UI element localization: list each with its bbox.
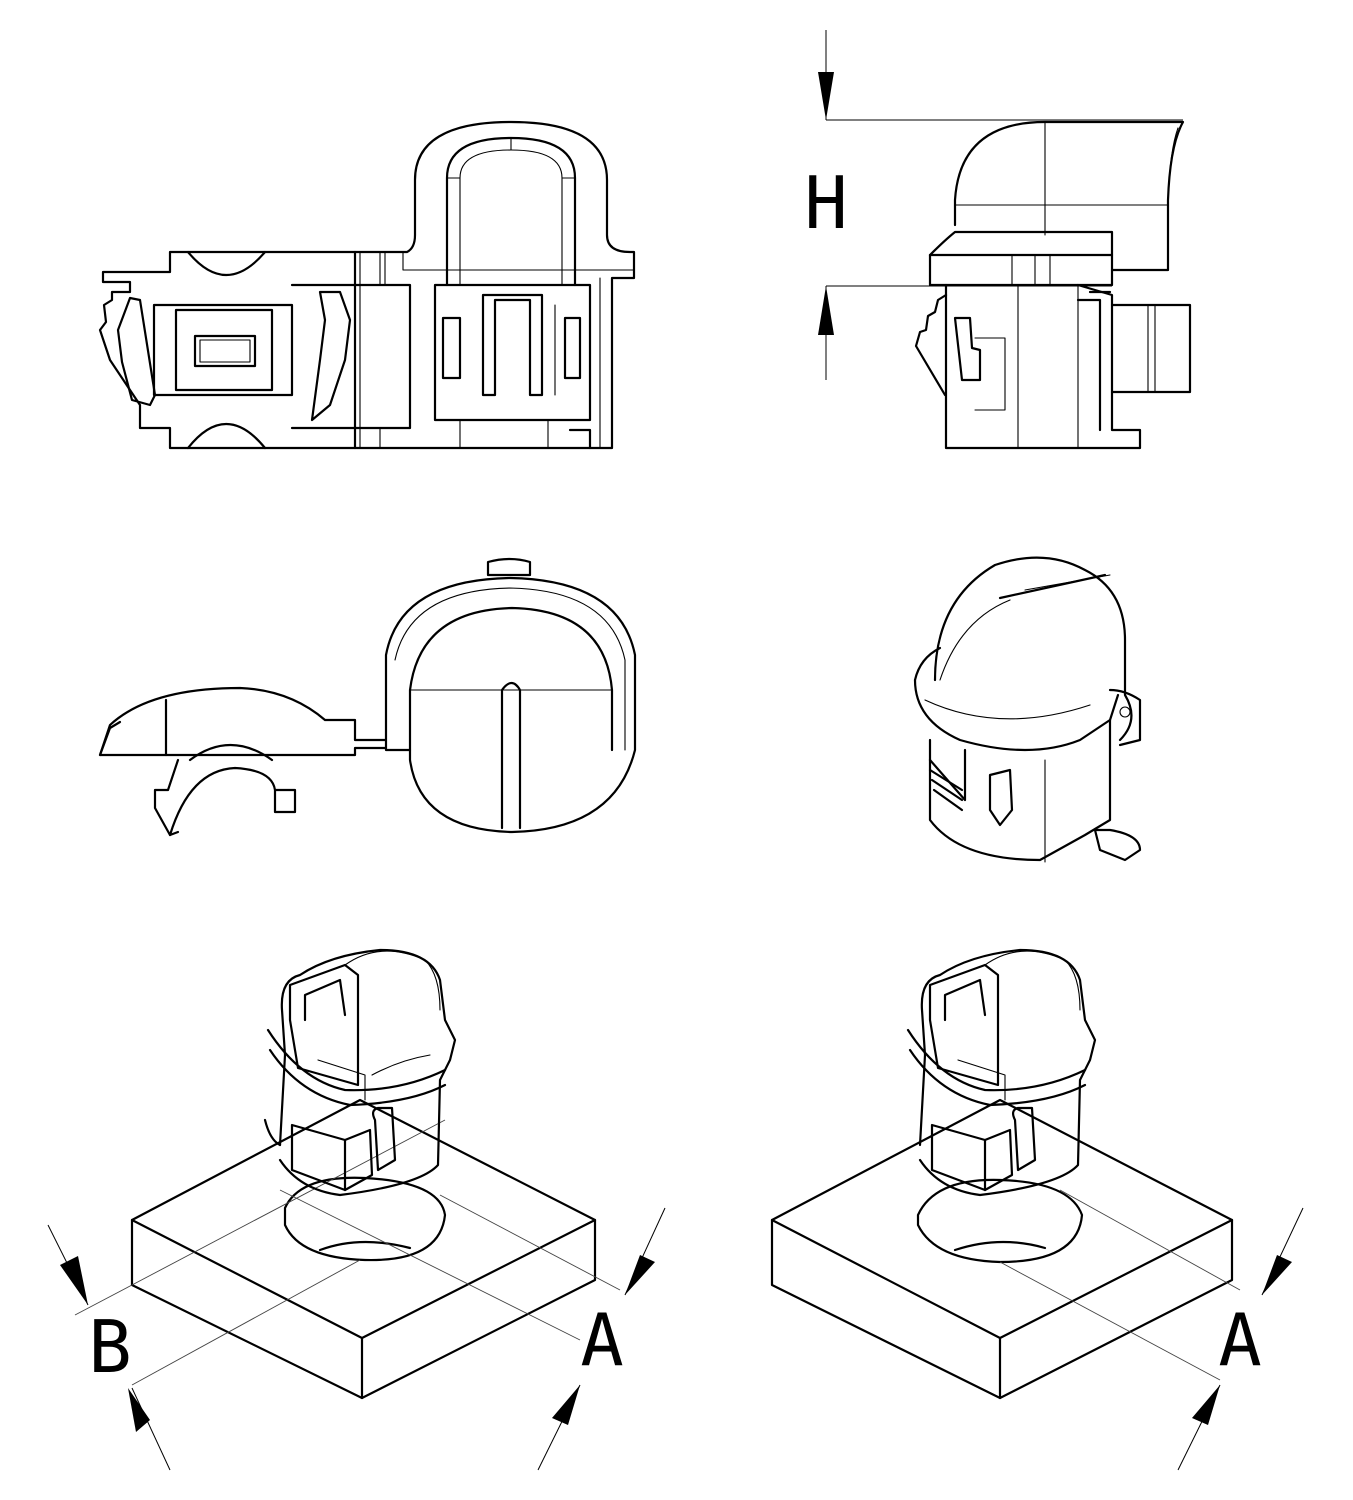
side-view <box>914 120 1192 450</box>
top-view <box>98 557 637 837</box>
dimension-h <box>818 30 1183 380</box>
label-b: B <box>88 1305 131 1389</box>
mounted-view-left <box>74 948 621 1400</box>
mounted-view-right <box>770 948 1241 1400</box>
dimension-b-arrows <box>47 1224 171 1471</box>
label-h: H <box>804 161 847 245</box>
label-a-left: A <box>580 1298 623 1382</box>
label-a-right: A <box>1218 1298 1261 1382</box>
dimension-a-left-arrows <box>537 1207 666 1471</box>
front-view <box>98 120 636 450</box>
isometric-view <box>913 556 1142 863</box>
dimension-a-right-arrows <box>1177 1207 1304 1471</box>
